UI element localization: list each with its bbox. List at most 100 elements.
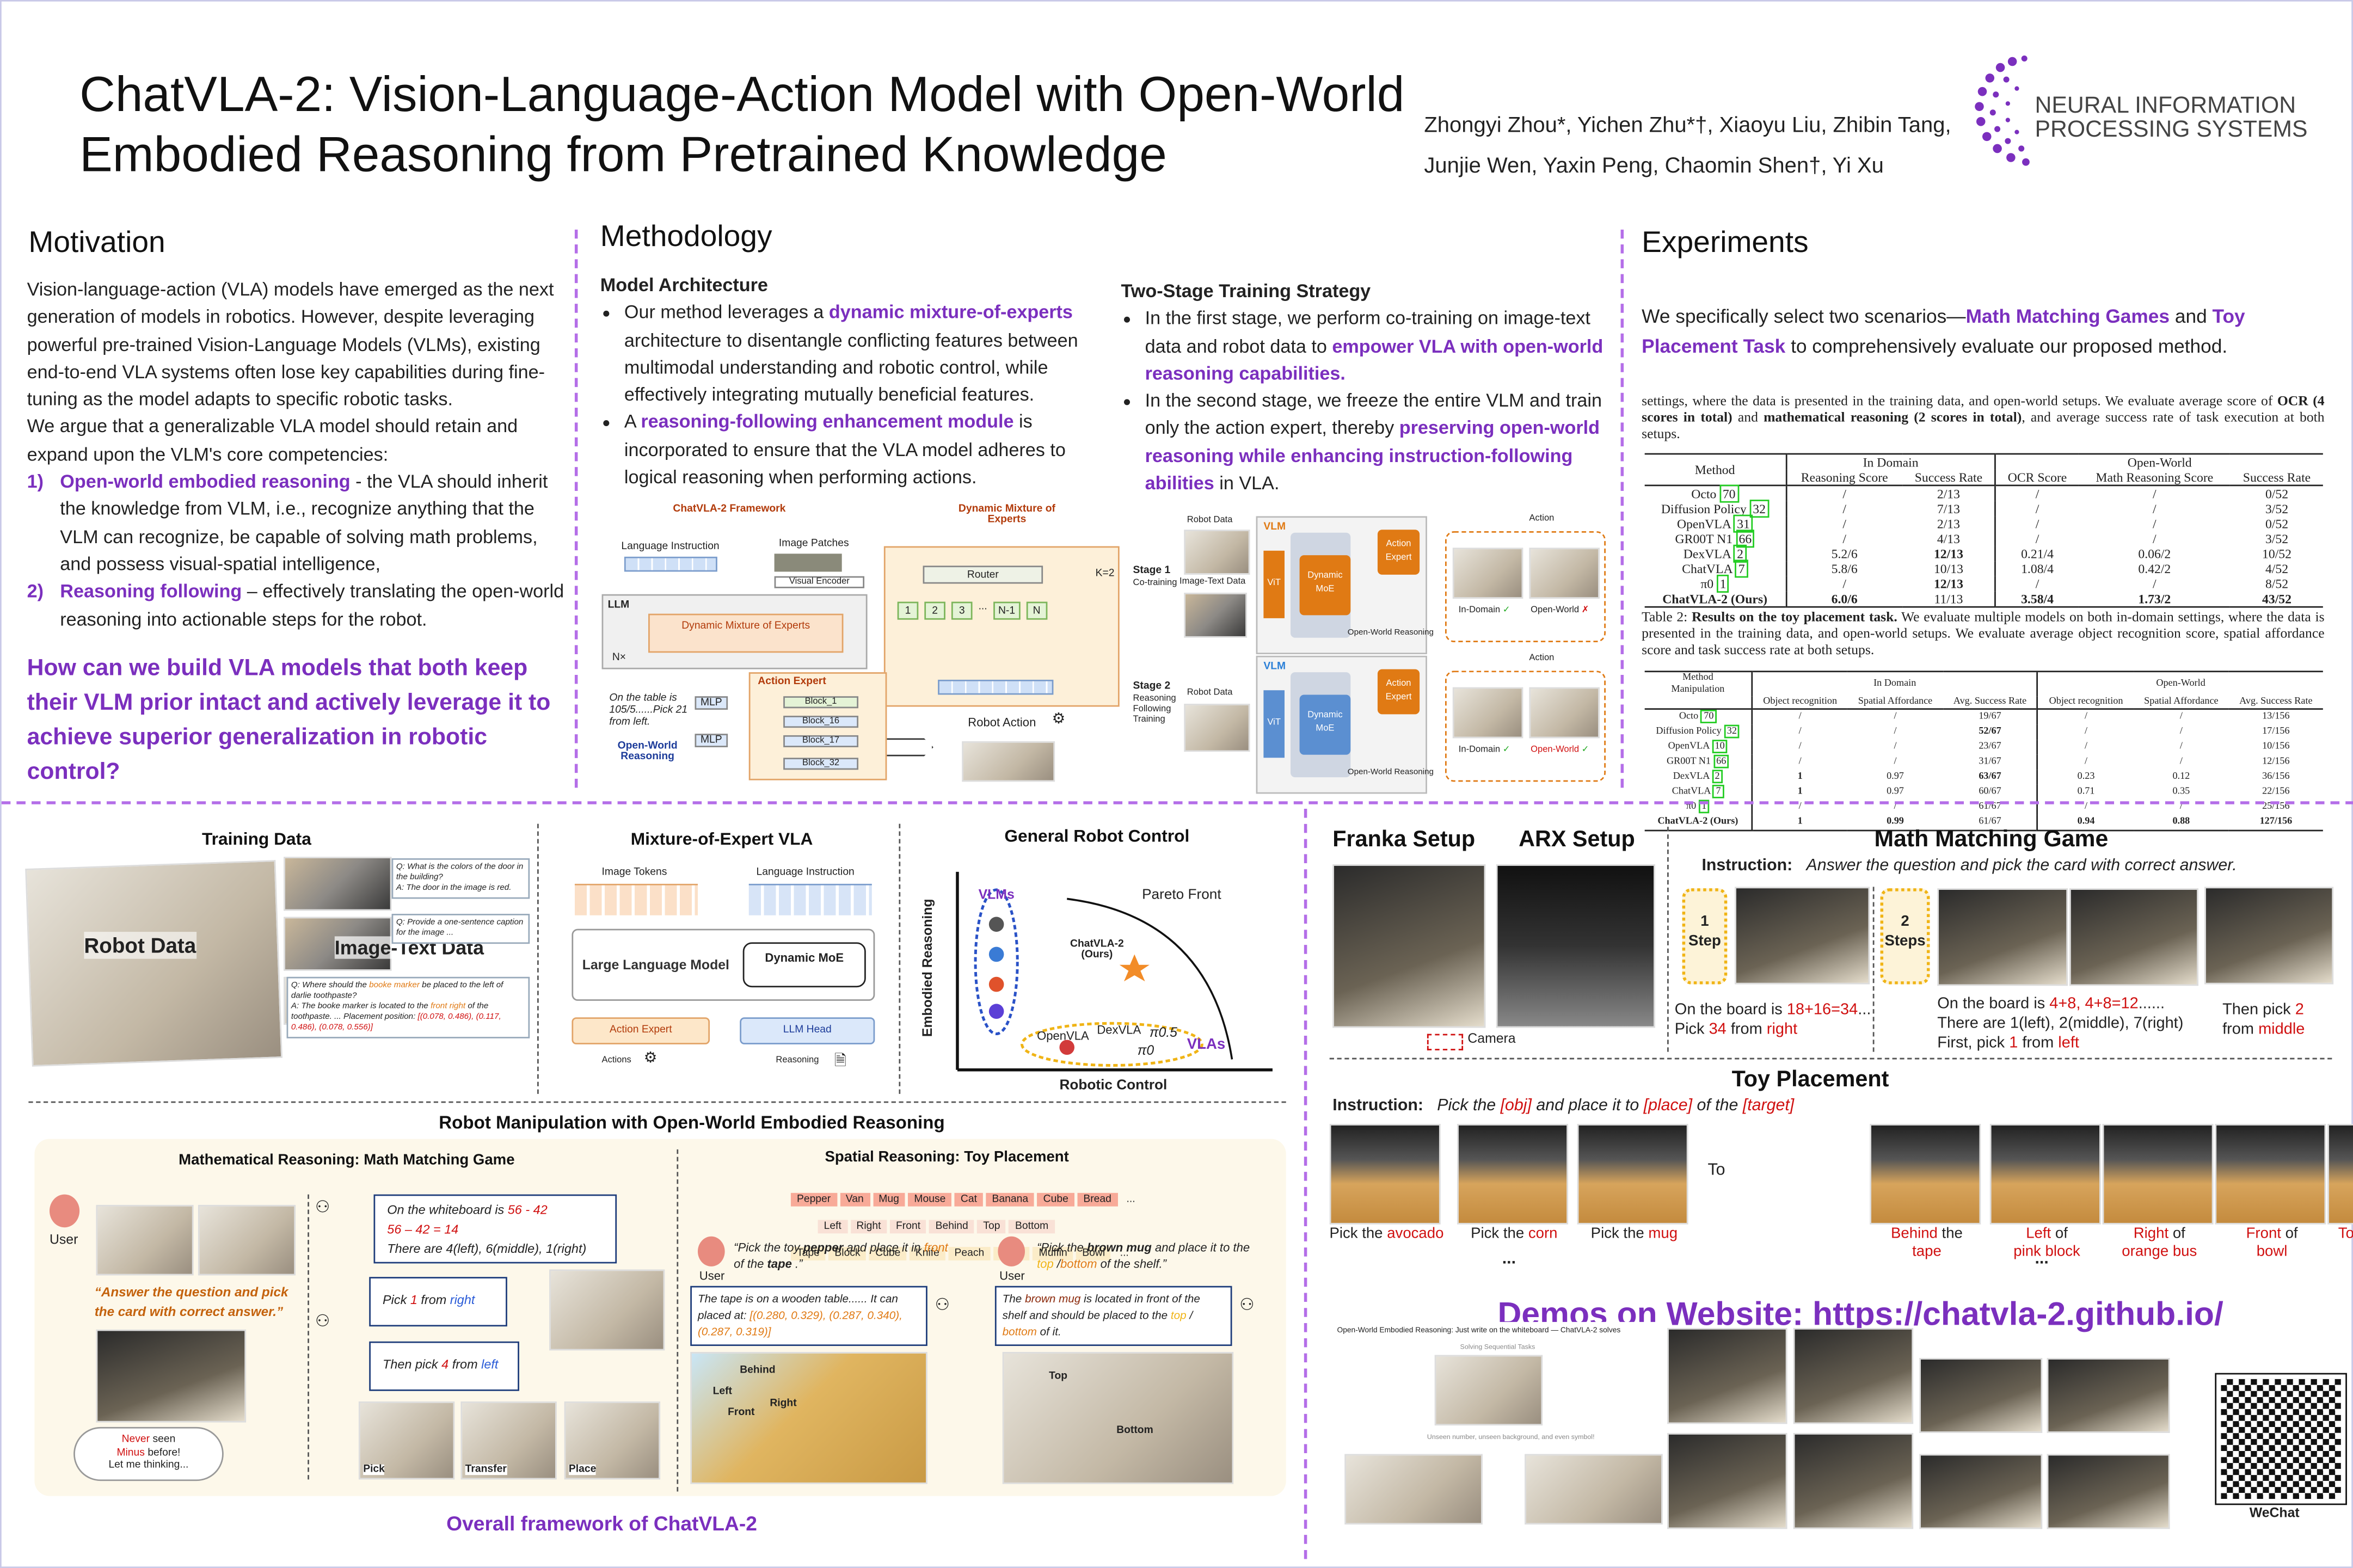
- citation[interactable]: 32: [1749, 500, 1769, 518]
- table-cell: 52/67: [1979, 726, 2001, 737]
- motivation-paragraph-1: Vision-language-action (VLA) models have…: [27, 279, 554, 410]
- citation[interactable]: 66: [1736, 530, 1755, 548]
- vocab-tag: Block: [828, 1247, 867, 1260]
- table2-group-in-domain: In Domain: [1751, 671, 2038, 697]
- training-heading: Two-Stage Training Strategy: [1121, 280, 1371, 302]
- citation[interactable]: 70: [1719, 484, 1739, 503]
- label-bottom: Bottom: [1116, 1425, 1153, 1436]
- citation[interactable]: 2: [1711, 770, 1723, 784]
- owr-label-2: Open-World Reasoning: [1347, 768, 1434, 778]
- method-cell: π0 1: [1645, 574, 1786, 593]
- in-domain-result-2: In-Domain ✓: [1458, 746, 1510, 755]
- table-cell: /: [1994, 485, 2079, 501]
- framework-figure: ChatVLA-2 Framework Dynamic Mixture of E…: [601, 501, 1120, 786]
- meta-icon: [988, 1004, 1004, 1019]
- demo-video-thumbnail[interactable]: [1919, 1454, 2043, 1529]
- one-step-image: [1735, 887, 1870, 985]
- toy-placement-image: [2215, 1123, 2326, 1225]
- table2-header: Avg. Success Rate: [2239, 696, 2313, 707]
- toy-placement-heading: Toy Placement: [1731, 1067, 1889, 1093]
- expert-list: 1 2 3 ... N-1 N: [897, 601, 1108, 620]
- image-text-photo-1: [284, 857, 392, 911]
- setup-divider: [1667, 827, 1669, 1052]
- franka-setup-heading: Franka Setup: [1332, 827, 1476, 852]
- wechat-qr-code[interactable]: [2215, 1373, 2347, 1505]
- table-cell: 0.88: [2172, 816, 2190, 827]
- video-title: Open-World Embodied Reasoning: Just writ…: [1337, 1326, 1621, 1336]
- text-tokens: [624, 556, 717, 572]
- citation[interactable]: 1: [1698, 800, 1710, 814]
- table-cell: 8/52: [2265, 576, 2289, 592]
- table1-header: Success Rate: [1914, 469, 1983, 485]
- vlas-label: VLAs: [1187, 1037, 1226, 1054]
- vocab-tag: Behind: [929, 1220, 974, 1234]
- vocab-tag: Top: [977, 1220, 1006, 1234]
- k-label: K=2: [1095, 568, 1115, 580]
- math-matching-heading: Math Matching Game: [1874, 827, 2109, 852]
- citation[interactable]: 10: [1711, 740, 1728, 754]
- table-cell: 12/13: [1933, 576, 1963, 592]
- demo-video-thumbnail[interactable]: [1919, 1358, 2043, 1433]
- llm-label: Large Language Model: [582, 957, 729, 973]
- citation[interactable]: 1: [1717, 574, 1729, 593]
- demo-video-thumbnail[interactable]: [1667, 1327, 1787, 1424]
- table2-header: Spatial Affordance: [2144, 696, 2219, 707]
- dynamic-moe-box-2: Dynamic MoE: [1299, 694, 1351, 755]
- demo-video-thumbnail[interactable]: [2047, 1454, 2170, 1529]
- pi0-label: π0: [1137, 1043, 1154, 1058]
- method-cell: GR00T N1 66: [1645, 754, 1752, 770]
- robot-thinking-icon: ⚇: [315, 1198, 330, 1217]
- citation[interactable]: 2: [1734, 544, 1747, 563]
- pareto-curve: [1067, 897, 1233, 1060]
- pareto-front-label: Pareto Front: [1142, 887, 1221, 903]
- two-steps-image-3: [2204, 887, 2334, 985]
- table1-header: OCR Score: [1994, 469, 2079, 485]
- gear-icon: ⚙: [1052, 711, 1066, 728]
- demo-video-thumbnail[interactable]: [1793, 1432, 1914, 1529]
- research-question: How can we build VLA models that both ke…: [27, 655, 551, 785]
- block-1: Block_1: [783, 696, 859, 709]
- check-icon: ✓: [1502, 606, 1510, 616]
- citation[interactable]: 32: [1724, 724, 1740, 739]
- robot-thinking-icon: ⚇: [935, 1296, 950, 1315]
- table-cell: /: [1785, 501, 1903, 516]
- panel-divider: [537, 823, 539, 1094]
- table-cell: 11/13: [1934, 591, 1963, 606]
- reasoning-bubble-1: On the whiteboard is 56 - 42 56 – 42 = 1…: [373, 1194, 617, 1264]
- math-instruction: “Answer the question and pick the card w…: [94, 1284, 288, 1319]
- ellipsis: ...: [2035, 1250, 2049, 1268]
- panel-divider: [899, 823, 901, 1094]
- framework-label: ChatVLA-2 Framework: [673, 504, 786, 515]
- citation[interactable]: 7: [1712, 784, 1724, 798]
- citation[interactable]: 31: [1734, 514, 1753, 533]
- cards-image: [96, 1329, 247, 1423]
- vocab-tag: Bottom: [1009, 1220, 1055, 1234]
- demo-video-thumbnail[interactable]: [2047, 1358, 2170, 1433]
- action-label-2: Action: [1529, 654, 1555, 663]
- citation[interactable]: 66: [1713, 754, 1729, 768]
- toy-placement-label: Top/Bottom ofshelf: [2338, 1226, 2353, 1243]
- table1-group-open-world: Open-World: [1994, 453, 2323, 470]
- toy-placement-image-2: Top Bottom: [1002, 1352, 1234, 1484]
- qa-card-1: Q: What is the colors of the door in the…: [391, 858, 530, 899]
- method-cell: ChatVLA-2 (Ours): [1657, 816, 1738, 827]
- method-cell: ChatVLA-2 (Ours): [1662, 591, 1768, 606]
- robot-data-label: Robot Data: [84, 932, 196, 959]
- demo-video-thumbnail[interactable]: [1667, 1432, 1787, 1529]
- vocab-tag: Bowl: [1076, 1247, 1111, 1260]
- experiments-heading: Experiments: [1642, 226, 1809, 260]
- demo-video-1[interactable]: Open-World Embodied Reasoning: Just writ…: [1337, 1321, 1668, 1532]
- citation[interactable]: 70: [1700, 710, 1717, 723]
- table-cell: 6.0/6: [1785, 591, 1903, 607]
- table-cell: /: [2153, 576, 2157, 592]
- demo-video-thumbnail[interactable]: [1793, 1327, 1914, 1424]
- table-cell: 0.71: [2037, 784, 2134, 800]
- table-cell: 10/156: [2262, 741, 2290, 752]
- toy-placement-image: [1870, 1123, 1981, 1225]
- table-cell: 0.21/4: [1994, 546, 2079, 562]
- citation[interactable]: 7: [1735, 559, 1748, 578]
- table-cell: 0.99: [1887, 816, 1904, 827]
- method-cell: OpenVLA 10: [1645, 740, 1752, 755]
